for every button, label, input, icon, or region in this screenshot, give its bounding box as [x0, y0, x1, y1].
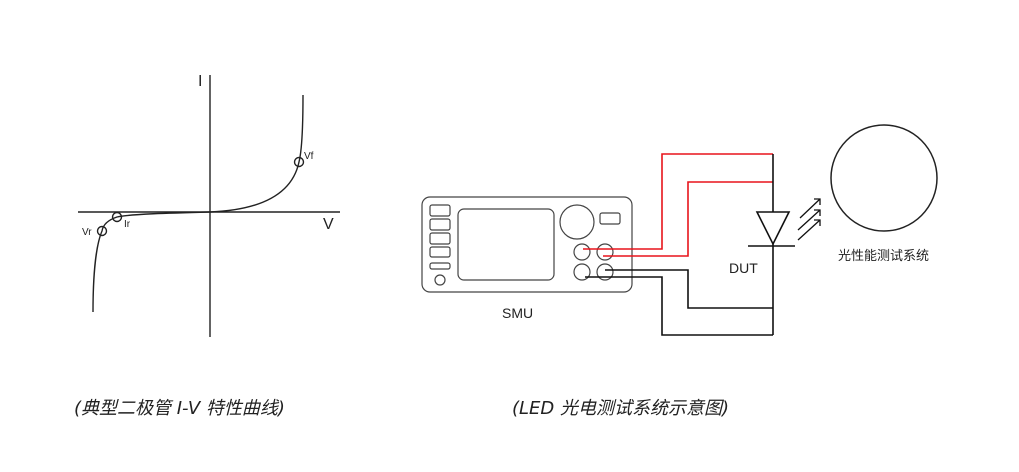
x-axis-label: V [323, 216, 334, 233]
ir-label: Ir [124, 219, 131, 230]
terminal-sense-high [596, 243, 614, 261]
terminal-force-low [573, 263, 591, 281]
black-wire-2 [585, 276, 773, 336]
iv-curve [92, 94, 304, 313]
optical-system-sphere [830, 124, 938, 232]
y-axis-label: I [198, 73, 203, 90]
smu-label: SMU [502, 305, 534, 321]
iv-curve-caption: (典型二极管 I-V 特性曲线) [74, 398, 285, 419]
vf-label: Vf [304, 151, 314, 162]
red-wire-2 [603, 181, 773, 257]
iv-chart [78, 75, 340, 337]
black-wire-1 [605, 269, 773, 309]
ir-marker [111, 211, 123, 223]
smu-screen [457, 208, 555, 281]
test-system-caption: (LED 光电测试系统示意图) [512, 398, 730, 419]
terminal-sense-low [596, 263, 614, 281]
light-emission-arrows-icon [797, 198, 821, 241]
optical-system-label: 光性能测试系统 [838, 249, 930, 264]
terminal-force-high [573, 243, 591, 261]
smu-instrument [421, 196, 633, 293]
vr-marker [96, 225, 108, 237]
smu-knob [559, 204, 595, 240]
led-diode-icon [748, 211, 795, 247]
vr-label: Vr [82, 227, 92, 238]
dut-label: DUT [729, 260, 758, 276]
vf-marker [293, 156, 305, 168]
red-wire-1 [583, 153, 773, 250]
